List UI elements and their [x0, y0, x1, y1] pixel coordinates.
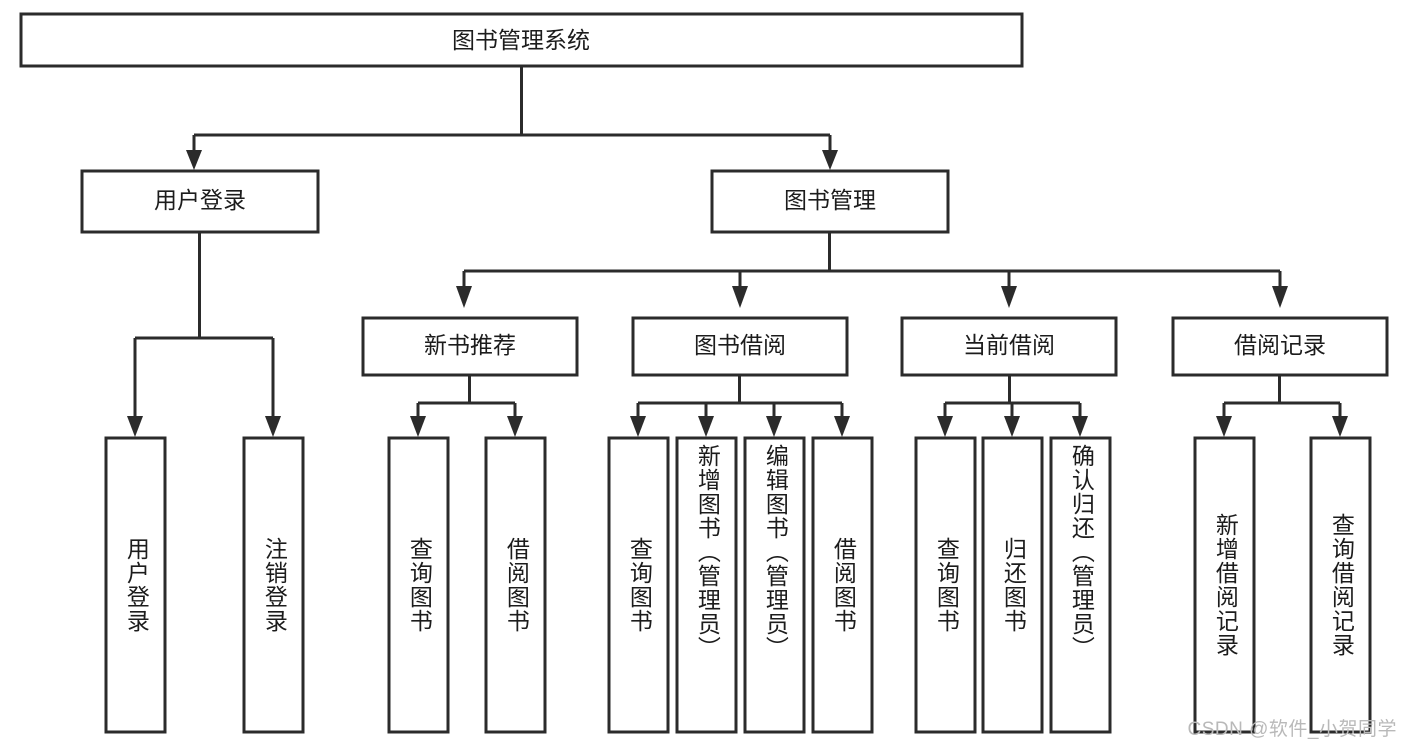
arrowhead-leaf-borrow-book-1 [507, 416, 523, 437]
node-leaf-user-login-box[interactable] [104, 436, 167, 734]
arrowhead-leaf-query-record [1332, 416, 1348, 437]
leaf-boxes-group [104, 436, 1372, 734]
node-leaf-query-record-box[interactable] [1309, 436, 1372, 734]
node-book-management[interactable]: 图书管理 [710, 169, 950, 234]
node-borrow-record[interactable]: 借阅记录 [1171, 316, 1389, 377]
node-root[interactable]: 图书管理系统 [19, 12, 1024, 68]
arrowhead-leaf-user-login [127, 416, 143, 437]
arrowhead-leaf-borrow-book-2 [834, 416, 850, 437]
node-book-borrow-label: 图书借阅 [694, 332, 786, 358]
arrowhead-leaf-logout-login [265, 416, 281, 437]
node-borrow-record-label: 借阅记录 [1234, 332, 1326, 358]
node-book-borrow[interactable]: 图书借阅 [631, 316, 849, 377]
arrowhead-new-book-recommend [456, 286, 472, 308]
node-new-book-recommend-box[interactable] [361, 316, 579, 377]
node-user-login-label: 用户登录 [154, 187, 246, 213]
arrowhead-book-borrow [732, 286, 748, 308]
connectors-group [127, 66, 1348, 437]
arrowhead-current-borrow [1001, 286, 1017, 308]
node-borrow-record-box[interactable] [1171, 316, 1389, 377]
node-leaf-edit-book-box[interactable] [743, 436, 806, 734]
arrowhead-leaf-add-record [1216, 416, 1232, 437]
arrowhead-leaf-query-book-3 [937, 416, 953, 437]
arrowhead-leaf-confirm-return [1072, 416, 1088, 437]
node-new-book-recommend[interactable]: 新书推荐 [361, 316, 579, 377]
node-leaf-query-book-2-box[interactable] [607, 436, 670, 734]
node-leaf-query-book-3-box[interactable] [914, 436, 977, 734]
node-leaf-confirm-return-box[interactable] [1049, 436, 1112, 734]
arrowhead-leaf-add-book [698, 416, 714, 437]
node-root-label: 图书管理系统 [452, 27, 590, 53]
node-leaf-borrow-book-1-box[interactable] [484, 436, 547, 734]
node-leaf-borrow-book-2-box[interactable] [811, 436, 874, 734]
node-current-borrow-box[interactable] [900, 316, 1118, 377]
node-new-book-recommend-label: 新书推荐 [424, 332, 516, 358]
node-leaf-logout-login-box[interactable] [242, 436, 305, 734]
node-leaf-return-book-box[interactable] [981, 436, 1044, 734]
arrowhead-leaf-query-book-2 [630, 416, 646, 437]
arrowhead-leaf-return-book [1004, 416, 1020, 437]
node-root-box[interactable] [19, 12, 1024, 68]
node-leaf-add-record-box[interactable] [1193, 436, 1256, 734]
node-current-borrow[interactable]: 当前借阅 [900, 316, 1118, 377]
arrowhead-book-management [822, 150, 838, 170]
node-user-login-box[interactable] [80, 169, 320, 234]
watermark-text: CSDN @软件_小贺同学 [1187, 719, 1397, 740]
arrowhead-leaf-edit-book [766, 416, 782, 437]
arrowhead-leaf-query-book-1 [410, 416, 426, 437]
node-user-login[interactable]: 用户登录 [80, 169, 320, 234]
node-book-management-label: 图书管理 [784, 187, 876, 213]
node-leaf-add-book-box[interactable] [675, 436, 738, 734]
node-current-borrow-label: 当前借阅 [963, 332, 1055, 358]
node-leaf-query-book-1-box[interactable] [387, 436, 450, 734]
node-book-borrow-box[interactable] [631, 316, 849, 377]
arrowhead-user-login [186, 150, 202, 170]
arrowhead-borrow-record [1272, 286, 1288, 308]
node-book-management-box[interactable] [710, 169, 950, 234]
